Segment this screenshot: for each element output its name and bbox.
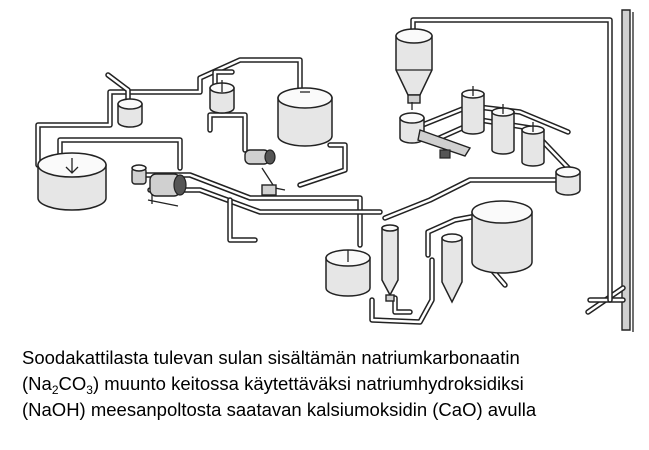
small-tank-1 (117, 98, 143, 128)
caption: Soodakattilasta tulevan sulan sisältämän… (22, 345, 642, 423)
lime-mud-tank (325, 249, 371, 297)
lime-silo (395, 28, 433, 104)
caption-line-1: Soodakattilasta tulevan sulan sisältämän… (22, 347, 520, 368)
support-frame (585, 9, 634, 332)
causticizer-1 (461, 86, 485, 135)
causticizer-3 (521, 122, 545, 167)
dissolving-tank (37, 152, 107, 211)
small-tank-2 (209, 80, 235, 114)
slaker (399, 102, 472, 159)
green-liquor-filter (381, 224, 399, 302)
pump-center (244, 149, 286, 196)
caption-line-3: (NaOH) meesanpoltosta saatavan kalsiumok… (22, 399, 537, 420)
white-liquor-filter (441, 233, 463, 304)
causticizer-4 (555, 166, 581, 196)
white-liquor-tank (471, 200, 533, 274)
pump-left (131, 164, 187, 207)
green-liquor-tank (277, 87, 333, 147)
caption-line-2: (Na2CO3) muunto keitossa käytettäväksi n… (22, 373, 524, 397)
causticizer-2 (491, 104, 515, 155)
process-diagram (35, 9, 634, 332)
pipe-network (35, 17, 613, 325)
